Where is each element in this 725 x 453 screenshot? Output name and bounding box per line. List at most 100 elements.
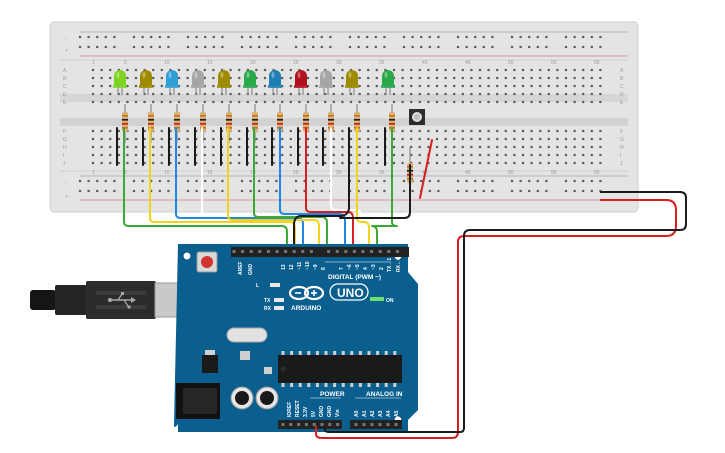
- hole: [143, 161, 146, 165]
- resistor[interactable]: [226, 104, 232, 143]
- header-pin[interactable]: [232, 250, 236, 253]
- header-pin[interactable]: [395, 250, 399, 253]
- signal-wire[interactable]: [227, 164, 320, 251]
- header-pin[interactable]: [386, 423, 390, 426]
- dc-power-jack[interactable]: [176, 383, 220, 419]
- header-pin[interactable]: [266, 250, 270, 253]
- hole: [556, 153, 559, 157]
- signal-wire[interactable]: [371, 164, 398, 251]
- led[interactable]: [113, 70, 127, 95]
- header-pin[interactable]: [387, 250, 391, 253]
- rail-hole: [132, 35, 136, 39]
- hole: [461, 145, 464, 149]
- header-pin[interactable]: [249, 250, 253, 253]
- header-pin[interactable]: [361, 250, 365, 253]
- header-pin[interactable]: [362, 423, 366, 426]
- header-pin[interactable]: [275, 250, 279, 253]
- led[interactable]: [243, 70, 257, 95]
- led[interactable]: [294, 70, 308, 95]
- led[interactable]: [319, 70, 333, 95]
- header-pin[interactable]: [258, 250, 262, 253]
- hole: [504, 68, 507, 72]
- rail-hole: [78, 189, 82, 193]
- header-pin[interactable]: [297, 423, 301, 426]
- usb-cable[interactable]: [30, 281, 198, 319]
- led[interactable]: [345, 70, 359, 95]
- hole: [410, 161, 413, 165]
- 5v-power-wire[interactable]: [315, 199, 677, 439]
- hole: [401, 137, 404, 141]
- ground-power-wire[interactable]: [324, 191, 687, 433]
- led[interactable]: [217, 70, 231, 95]
- rail-hole: [383, 45, 386, 49]
- hole: [160, 76, 163, 80]
- signal-wire[interactable]: [305, 164, 354, 251]
- header-pin[interactable]: [292, 250, 296, 253]
- rail-hole: [167, 35, 170, 39]
- column-number: 55: [551, 60, 557, 66]
- header-pin[interactable]: [327, 250, 331, 253]
- header-pin[interactable]: [352, 250, 356, 253]
- hole: [358, 68, 361, 72]
- ground-wire[interactable]: [339, 164, 411, 219]
- header-pin[interactable]: [289, 423, 293, 426]
- header-pin[interactable]: [309, 250, 313, 253]
- signal-wire[interactable]: [253, 164, 328, 251]
- led[interactable]: [191, 70, 205, 95]
- header-pin[interactable]: [281, 423, 285, 426]
- hole: [427, 76, 430, 80]
- hole: [504, 129, 507, 133]
- header-pin[interactable]: [335, 250, 339, 253]
- signal-wire[interactable]: [123, 164, 288, 251]
- led[interactable]: [268, 70, 282, 95]
- mounting-hole: [182, 251, 192, 261]
- header-pin[interactable]: [320, 423, 324, 426]
- header-pin[interactable]: [284, 250, 288, 253]
- signal-wire[interactable]: [356, 164, 370, 251]
- signal-wire[interactable]: [175, 164, 304, 251]
- header-pin[interactable]: [301, 250, 305, 253]
- resistor[interactable]: [389, 104, 395, 143]
- header-pin[interactable]: [344, 250, 348, 253]
- hole: [547, 68, 550, 72]
- rail-hole: [320, 45, 323, 49]
- signal-wire[interactable]: [330, 164, 362, 251]
- header-pin[interactable]: [370, 250, 374, 253]
- led[interactable]: [165, 70, 179, 95]
- header-pin[interactable]: [304, 423, 308, 426]
- pushbutton[interactable]: [409, 109, 425, 125]
- reset-button[interactable]: [196, 251, 218, 273]
- resistor[interactable]: [354, 104, 360, 143]
- row-letter: J: [620, 161, 623, 167]
- hole: [521, 137, 525, 141]
- header-pin[interactable]: [336, 423, 340, 426]
- rail-hole: [104, 189, 107, 193]
- button-wire[interactable]: [419, 139, 433, 199]
- header-pin[interactable]: [328, 423, 332, 426]
- led[interactable]: [381, 70, 395, 95]
- arduino-uno-board[interactable]: AREF GND 13 12 ~11 ~10 ~9 8 7 ~6 ~5 4 ~3…: [174, 244, 418, 432]
- hole: [91, 153, 95, 157]
- hole: [599, 76, 602, 80]
- header-pin[interactable]: [312, 423, 316, 426]
- rail-hole: [329, 35, 332, 39]
- hole: [590, 161, 593, 165]
- signal-wire[interactable]: [201, 164, 312, 251]
- header-pin[interactable]: [394, 423, 398, 426]
- hole: [427, 137, 430, 141]
- header-pin[interactable]: [354, 423, 358, 426]
- row-letter: F: [63, 129, 66, 135]
- pin-label: RX←0: [396, 257, 402, 272]
- breadboard[interactable]: − + − + 1 5 10 15 20 25 30 35 40 45 50 5…: [49, 21, 639, 213]
- led-tx-indicator: [274, 298, 284, 302]
- hole: [238, 161, 241, 165]
- hole: [169, 161, 172, 165]
- header-pin[interactable]: [370, 423, 374, 426]
- header-pin[interactable]: [378, 423, 382, 426]
- led[interactable]: [139, 70, 153, 95]
- header-pin[interactable]: [378, 250, 382, 253]
- ground-wire[interactable]: [293, 164, 351, 251]
- header-pin[interactable]: [241, 250, 245, 253]
- resistor[interactable]: [174, 104, 180, 143]
- hole: [521, 161, 525, 165]
